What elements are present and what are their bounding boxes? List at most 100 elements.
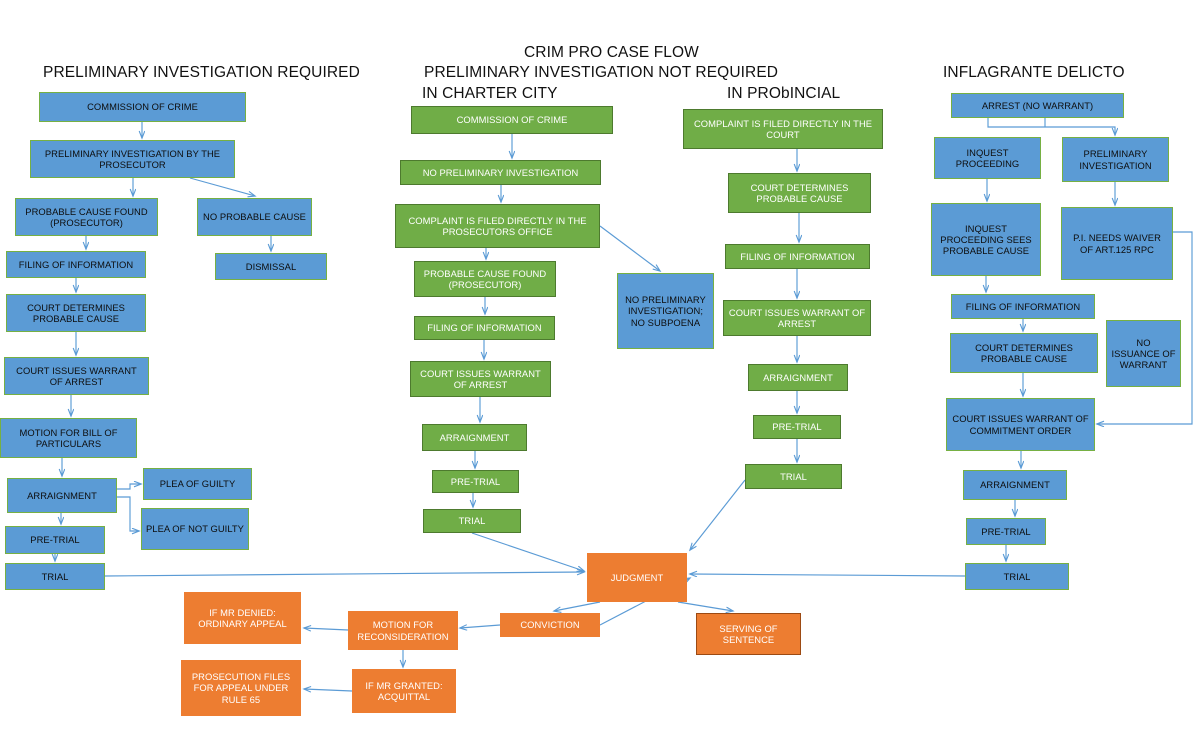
flow-node-c7[interactable]: ARRAIGNMENT	[422, 424, 527, 451]
title-center-line3: IN CHARTER CITY	[422, 85, 558, 102]
flow-node-p3[interactable]: FILING OF INFORMATION	[725, 244, 870, 269]
flow-node-label: DISMISSAL	[245, 260, 297, 272]
flow-node-l3[interactable]: PROBABLE CAUSE FOUND (PROSECUTOR)	[15, 198, 158, 236]
flow-node-c4[interactable]: PROBABLE CAUSE FOUND (PROSECUTOR)	[414, 261, 556, 297]
flow-node-label: COURT DETERMINES PROBABLE CAUSE	[975, 341, 1073, 364]
flow-node-r12[interactable]: TRIAL	[965, 563, 1069, 590]
flow-node-label: IF MR DENIED: ORDINARY APPEAL	[198, 606, 287, 629]
flow-node-c8[interactable]: PRE-TRIAL	[432, 470, 519, 493]
flow-node-p7[interactable]: TRIAL	[745, 464, 842, 489]
flow-node-label: IF MR GRANTED: ACQUITTAL	[365, 679, 443, 702]
flow-node-r11[interactable]: PRE-TRIAL	[966, 518, 1046, 545]
flow-node-label: JUDGMENT	[610, 571, 664, 583]
flow-node-l13[interactable]: PRE-TRIAL	[5, 526, 105, 554]
flow-node-label: NO ISSUANCE OF WARRANT	[1111, 336, 1176, 371]
flow-node-r10[interactable]: ARRAIGNMENT	[963, 470, 1067, 500]
flow-node-label: NO PRELIMINARY INVESTIGATION	[422, 166, 579, 178]
flow-node-l10[interactable]: ARRAIGNMENT	[7, 478, 117, 513]
flow-node-label: COURT ISSUES WARRANT OF ARREST	[728, 306, 866, 329]
flow-node-label: PLEA OF NOT GUILTY	[146, 523, 244, 535]
flow-node-label: PROBABLE CAUSE FOUND (PROSECUTOR)	[25, 205, 148, 228]
flow-node-p5[interactable]: ARRAIGNMENT	[748, 364, 848, 391]
flow-node-label: PRE-TRIAL	[30, 534, 80, 546]
flow-node-l14[interactable]: TRIAL	[5, 563, 105, 590]
flow-node-c3[interactable]: COMPLAINT IS FILED DIRECTLY IN THE PROSE…	[395, 204, 600, 248]
flow-node-label: FILING OF INFORMATION	[740, 250, 855, 262]
flow-node-p1[interactable]: COMPLAINT IS FILED DIRECTLY IN THE COURT	[683, 109, 883, 149]
title-provincial: IN PRObINCIAL	[727, 85, 841, 102]
flow-node-label: PRELIMINARY INVESTIGATION	[1079, 148, 1152, 171]
flow-node-r6[interactable]: FILING OF INFORMATION	[951, 294, 1095, 319]
flow-node-r2[interactable]: INQUEST PROCEEDING	[934, 137, 1041, 179]
flow-node-o1[interactable]: JUDGMENT	[587, 553, 687, 602]
flow-node-r7[interactable]: NO ISSUANCE OF WARRANT	[1106, 320, 1181, 387]
flow-node-label: ARRAIGNMENT	[27, 489, 97, 501]
flow-node-r9[interactable]: COURT ISSUES WARRANT OF COMMITMENT ORDER	[946, 398, 1095, 451]
flow-node-l7[interactable]: COURT DETERMINES PROBABLE CAUSE	[6, 294, 146, 332]
flow-node-label: CONVICTION	[520, 619, 580, 631]
title-left: PRELIMINARY INVESTIGATION REQUIRED	[43, 64, 360, 81]
flow-node-label: PRELIMINARY INVESTIGATION BY THE PROSECU…	[44, 147, 221, 170]
flow-node-label: COURT DETERMINES PROBABLE CAUSE	[27, 301, 125, 324]
flow-node-l8[interactable]: COURT ISSUES WARRANT OF ARREST	[4, 357, 149, 395]
flow-node-label: PROSECUTION FILES FOR APPEAL UNDER RULE …	[191, 671, 291, 705]
flow-node-label: COMMISSION OF CRIME	[87, 101, 198, 113]
flow-node-o7[interactable]: PROSECUTION FILES FOR APPEAL UNDER RULE …	[181, 660, 301, 716]
flow-node-label: PROBABLE CAUSE FOUND (PROSECUTOR)	[423, 267, 547, 290]
flow-node-label: COMPLAINT IS FILED DIRECTLY IN THE COURT	[693, 117, 873, 140]
flow-node-c10[interactable]: NO PRELIMINARY INVESTIGATION; NO SUBPOEN…	[617, 273, 714, 349]
flow-node-label: P.I. NEEDS WAIVER OF ART.125 RPC	[1073, 232, 1161, 255]
flow-node-label: COURT ISSUES WARRANT OF ARREST	[420, 367, 541, 390]
flow-node-label: TRIAL	[1003, 570, 1031, 582]
flow-node-label: PRE-TRIAL	[772, 421, 822, 433]
flow-node-label: COURT ISSUES WARRANT OF COMMITMENT ORDER	[952, 413, 1089, 436]
flow-node-label: COMMISSION OF CRIME	[456, 114, 568, 126]
flow-node-l9[interactable]: MOTION FOR BILL OF PARTICULARS	[0, 418, 137, 458]
flow-node-o4[interactable]: MOTION FOR RECONSIDERATION	[348, 611, 458, 650]
flow-node-label: NO PRELIMINARY INVESTIGATION; NO SUBPOEN…	[625, 294, 706, 328]
title-center-line2: PRELIMINARY INVESTIGATION NOT REQUIRED	[424, 64, 779, 81]
title-center-line1: CRIM PRO CASE FLOW	[524, 44, 699, 61]
flow-node-c6[interactable]: COURT ISSUES WARRANT OF ARREST	[410, 361, 551, 397]
flow-node-label: FILING OF INFORMATION	[18, 258, 134, 270]
flow-node-r3[interactable]: PRELIMINARY INVESTIGATION	[1062, 137, 1169, 182]
flow-node-l4[interactable]: NO PROBABLE CAUSE	[197, 198, 312, 236]
flow-node-label: SERVING OF SENTENCE	[719, 622, 778, 645]
flow-node-label: COMPLAINT IS FILED DIRECTLY IN THE PROSE…	[408, 214, 587, 237]
flow-node-o3[interactable]: SERVING OF SENTENCE	[696, 613, 801, 655]
flow-node-c5[interactable]: FILING OF INFORMATION	[414, 316, 555, 340]
flow-node-r4[interactable]: INQUEST PROCEEDING SEES PROBABLE CAUSE	[931, 203, 1041, 276]
flow-node-label: ARREST (NO WARRANT)	[981, 99, 1094, 111]
flow-node-l1[interactable]: COMMISSION OF CRIME	[39, 92, 246, 122]
flow-node-label: TRIAL	[780, 470, 807, 482]
flow-node-label: TRIAL	[41, 570, 69, 582]
flow-node-r5[interactable]: P.I. NEEDS WAIVER OF ART.125 RPC	[1061, 207, 1173, 280]
flow-node-p2[interactable]: COURT DETERMINES PROBABLE CAUSE	[728, 173, 871, 213]
title-right: INFLAGRANTE DELICTO	[943, 64, 1125, 81]
flow-node-r1[interactable]: ARREST (NO WARRANT)	[951, 93, 1124, 118]
flow-node-label: INQUEST PROCEEDING	[955, 146, 1020, 169]
flow-node-label: FILING OF INFORMATION	[427, 322, 542, 334]
flow-node-l6[interactable]: DISMISSAL	[215, 253, 327, 280]
flow-node-l5[interactable]: FILING OF INFORMATION	[6, 251, 146, 278]
flow-node-c2[interactable]: NO PRELIMINARY INVESTIGATION	[400, 160, 601, 185]
flow-node-l12[interactable]: PLEA OF NOT GUILTY	[141, 508, 249, 550]
flow-node-label: MOTION FOR RECONSIDERATION	[357, 619, 449, 642]
flow-node-c1[interactable]: COMMISSION OF CRIME	[411, 106, 613, 134]
flow-node-p6[interactable]: PRE-TRIAL	[753, 415, 841, 439]
flow-node-p4[interactable]: COURT ISSUES WARRANT OF ARREST	[723, 300, 871, 336]
flow-node-label: COURT DETERMINES PROBABLE CAUSE	[750, 181, 849, 204]
flow-node-o6[interactable]: IF MR GRANTED: ACQUITTAL	[352, 669, 456, 713]
flow-node-label: TRIAL	[458, 515, 486, 527]
flow-node-label: ARRAIGNMENT	[980, 479, 1050, 491]
flow-node-l2[interactable]: PRELIMINARY INVESTIGATION BY THE PROSECU…	[30, 140, 235, 178]
flow-node-label: PLEA OF GUILTY	[159, 478, 236, 490]
flow-node-o2[interactable]: CONVICTION	[500, 613, 600, 637]
flow-node-o5[interactable]: IF MR DENIED: ORDINARY APPEAL	[184, 592, 301, 644]
flow-node-c9[interactable]: TRIAL	[423, 509, 521, 533]
flow-node-label: PRE-TRIAL	[981, 525, 1031, 537]
flow-node-l11[interactable]: PLEA OF GUILTY	[143, 468, 252, 500]
flow-node-label: ARRAIGNMENT	[439, 431, 510, 443]
flow-node-r8[interactable]: COURT DETERMINES PROBABLE CAUSE	[950, 333, 1098, 373]
